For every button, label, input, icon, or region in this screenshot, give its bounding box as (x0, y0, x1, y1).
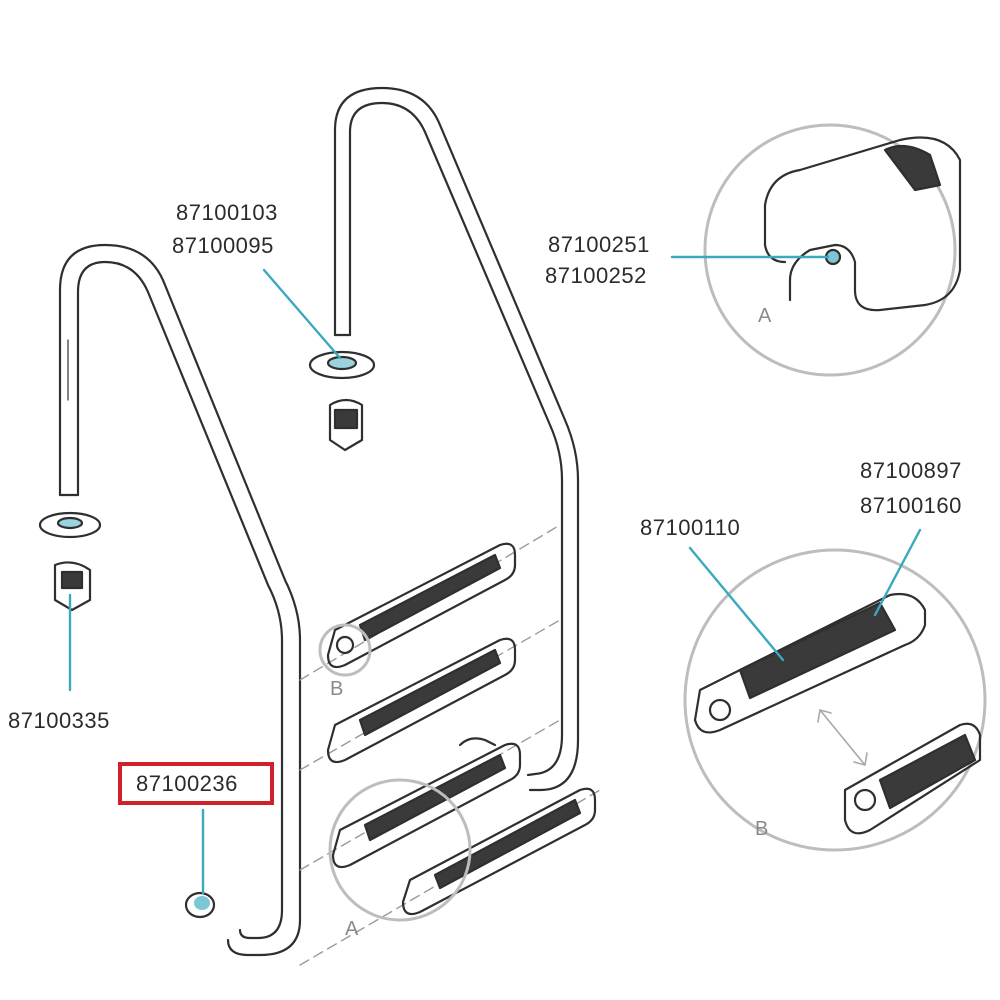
part-label-top-anchor-a: 87100103 (176, 200, 278, 225)
front-handrail (58, 243, 302, 957)
detail-a-small-letter: A (345, 918, 359, 940)
part-label-tread-insert-a: 87100897 (860, 458, 962, 483)
part-label-screw-b: 87100252 (545, 263, 647, 288)
step-4 (401, 787, 597, 916)
detail-a-callout-letter: A (758, 305, 772, 327)
part-label-left-anchor: 87100335 (8, 708, 110, 733)
step-3 (331, 737, 522, 869)
part-label-top-anchor-b: 87100095 (172, 233, 274, 258)
part-label-screw-a: 87100251 (548, 232, 650, 257)
part-label-tread: 87100110 (640, 515, 741, 540)
detail-b-callout-letter: B (755, 818, 769, 840)
detail-a-callout (703, 123, 962, 377)
highlight-box (118, 762, 274, 805)
detail-a-small-circle (328, 778, 472, 922)
top-anchor-flange (308, 350, 376, 452)
part-label-end-cap-highlighted: 87100236 (136, 771, 238, 796)
detail-b-arrow (817, 709, 868, 766)
detail-b-small-circle (318, 623, 372, 677)
back-handrail (333, 86, 580, 792)
end-cap (184, 891, 216, 919)
leader-lines (68, 255, 922, 895)
detail-b-callout (683, 548, 987, 852)
left-anchor-flange (38, 511, 102, 612)
detail-b-small-letter: B (330, 678, 344, 700)
part-label-tread-insert-b: 87100160 (860, 493, 962, 518)
step-2 (326, 637, 517, 764)
step-1 (326, 542, 517, 669)
